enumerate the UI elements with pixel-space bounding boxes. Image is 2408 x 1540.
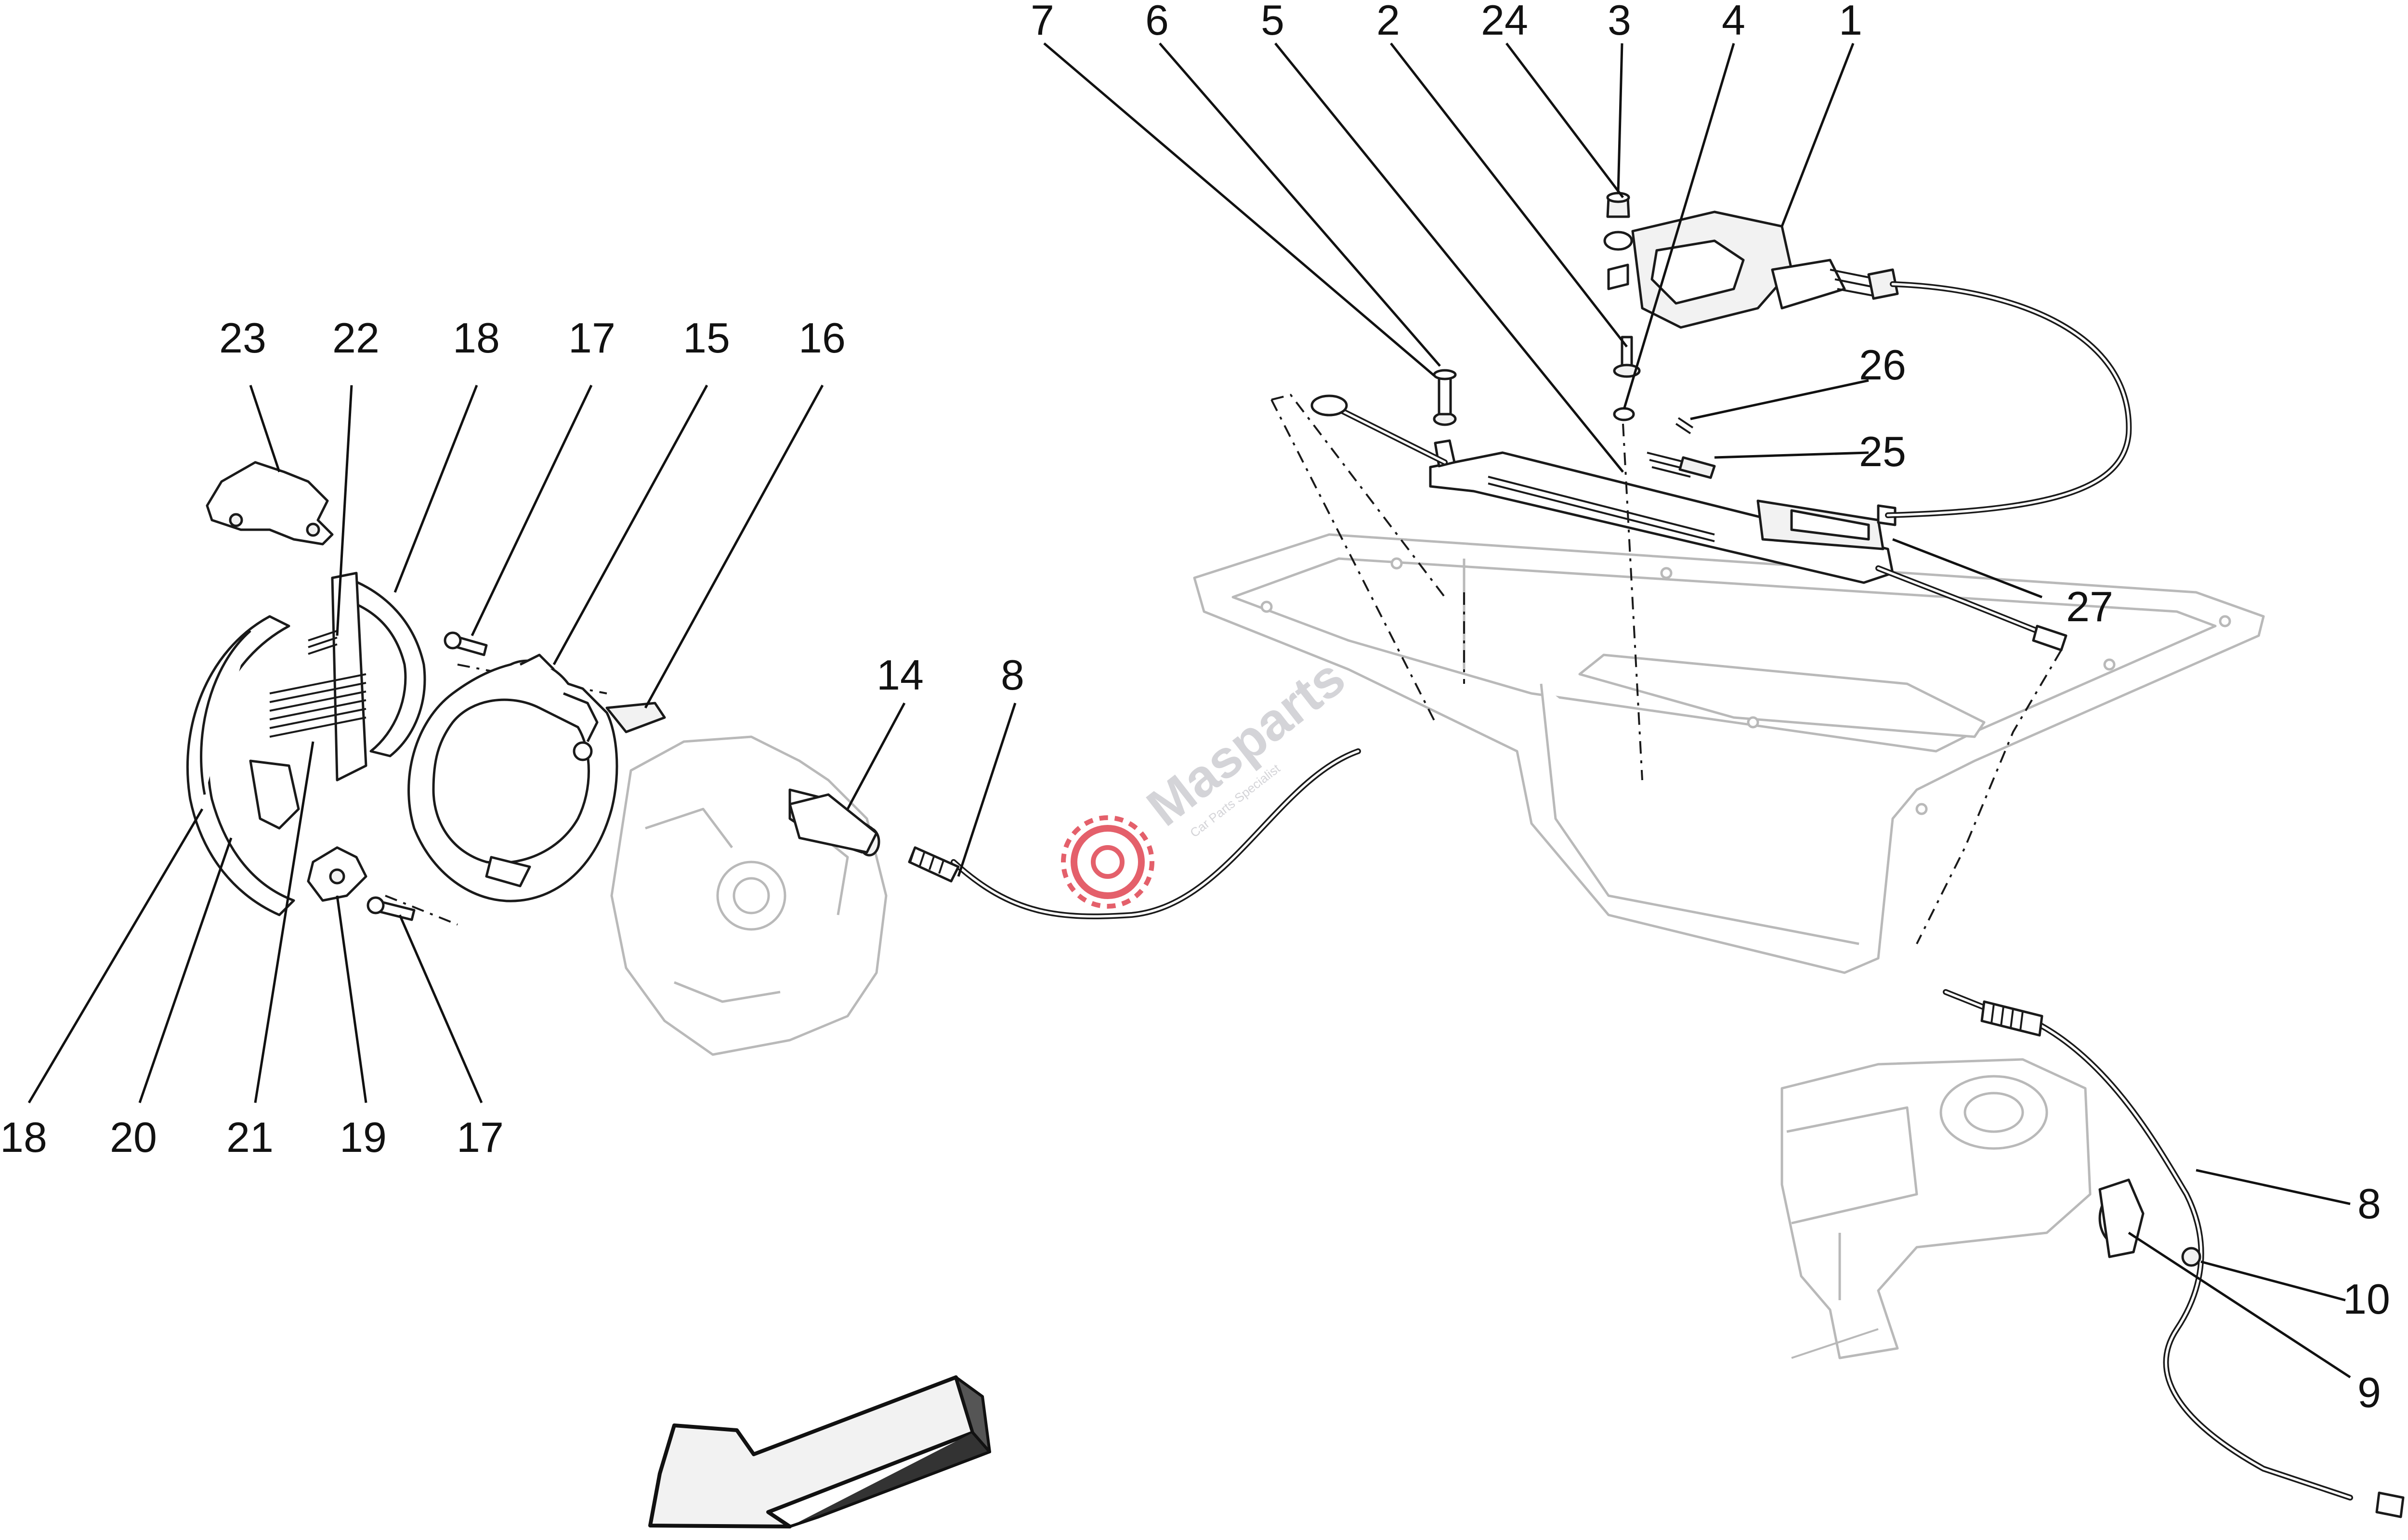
callout-labels: 7 6 5 2 24 3 4 1 26 25 27 23 22 18 17 15…: [0, 0, 2390, 1416]
callout-8-mid: 8: [1001, 651, 1024, 699]
callout-7: 7: [1031, 0, 1054, 44]
cable-equalizer-bracket: [1310, 369, 2068, 652]
callout-1: 1: [1839, 0, 1862, 44]
callout-22: 22: [332, 314, 380, 362]
callout-17-top: 17: [568, 314, 615, 362]
callout-26: 26: [1859, 341, 1906, 389]
callout-18-bottom: 18: [0, 1113, 47, 1161]
callout-14: 14: [877, 651, 924, 699]
callout-21: 21: [226, 1113, 274, 1161]
callout-23: 23: [219, 314, 266, 362]
callout-10: 10: [2343, 1275, 2390, 1323]
callout-24: 24: [1481, 0, 1528, 44]
callout-6: 6: [1145, 0, 1169, 44]
actuator-fasteners: [1606, 192, 1641, 421]
brake-actuator-motor: [1603, 210, 1899, 329]
hub-carrier-outline: [610, 735, 888, 1056]
chassis-tank-outline: [1193, 533, 2265, 974]
callout-27: 27: [2066, 583, 2113, 630]
callout-4: 4: [1722, 0, 1745, 44]
callout-25: 25: [1859, 428, 1906, 475]
gear-logo-icon: [1061, 815, 1154, 909]
callout-3: 3: [1608, 0, 1631, 44]
callout-2: 2: [1376, 0, 1400, 44]
callout-15: 15: [683, 314, 730, 362]
brake-backing-plate: [407, 653, 666, 902]
rear-knuckle-outline: [1780, 1058, 2092, 1359]
callout-18-top: 18: [453, 314, 500, 362]
direction-arrow-icon: [648, 1375, 991, 1528]
callout-20: 20: [110, 1113, 157, 1161]
actuator-cable: [1885, 281, 2132, 518]
leader-lines: [27, 42, 2351, 1379]
callout-9: 9: [2357, 1369, 2381, 1416]
callout-8-right: 8: [2357, 1180, 2381, 1227]
watermark-name: Masparts: [1136, 648, 1356, 837]
callout-17-bottom: 17: [457, 1113, 504, 1161]
callout-19: 19: [340, 1113, 387, 1161]
callout-5: 5: [1261, 0, 1284, 44]
cable-boot: [788, 793, 878, 854]
brake-shoe-assembly: [186, 461, 488, 921]
callout-16: 16: [798, 314, 846, 362]
